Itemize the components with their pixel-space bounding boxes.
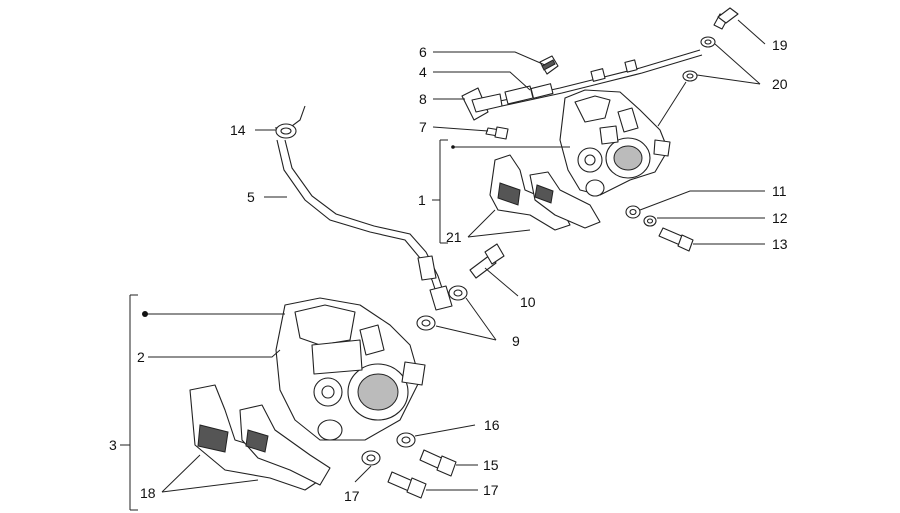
bolt-13 bbox=[658, 227, 694, 252]
callout-3: 3 bbox=[109, 437, 117, 453]
callout-16: 17 bbox=[483, 482, 499, 498]
callout-20: 18 bbox=[140, 485, 156, 501]
pipe-bracket-8 bbox=[461, 87, 503, 121]
callout-7: 7 bbox=[419, 119, 427, 135]
bolt-7 bbox=[485, 126, 509, 140]
callout-8: 8 bbox=[419, 91, 427, 107]
bolt-16 bbox=[387, 471, 427, 499]
callout-1: 1 bbox=[418, 192, 426, 208]
callout-11: 11 bbox=[772, 183, 787, 199]
callout-4: 4 bbox=[419, 64, 427, 80]
bolt-15 bbox=[419, 449, 457, 477]
callout-6: 6 bbox=[419, 44, 427, 60]
callout-18: 19 bbox=[772, 37, 788, 53]
callout-5: 5 bbox=[247, 189, 255, 205]
hose-clip-14 bbox=[274, 105, 306, 139]
washers-9 bbox=[416, 285, 468, 331]
callout-19: 20 bbox=[772, 76, 788, 92]
lower-brake-pads-20 bbox=[189, 384, 331, 491]
callout-17-lower: 17 bbox=[344, 488, 360, 504]
callout-10: 10 bbox=[520, 294, 536, 310]
washers-11-12 bbox=[625, 205, 657, 227]
upper-brake-pipe bbox=[499, 49, 703, 107]
upper-caliper-body bbox=[559, 89, 671, 197]
callout-13: 13 bbox=[772, 236, 788, 252]
leader-lines bbox=[120, 19, 766, 511]
lower-caliper-body bbox=[275, 297, 426, 441]
banjo-bolt-10 bbox=[469, 243, 505, 279]
washers-17 bbox=[361, 432, 416, 466]
callout-12: 12 bbox=[772, 210, 788, 226]
upper-brake-pads-21 bbox=[489, 154, 601, 231]
callout-14: 14 bbox=[230, 122, 246, 138]
callout-9: 9 bbox=[512, 333, 520, 349]
banjo-bolt-18 bbox=[713, 7, 739, 30]
callout-labels: 6 4 8 7 1 21 11 12 13 19 20 14 5 10 9 2 … bbox=[109, 37, 788, 504]
callout-2: 2 bbox=[137, 349, 145, 365]
washers-19 bbox=[682, 36, 716, 82]
pipe-clip-6 bbox=[539, 55, 559, 75]
callout-21: 21 bbox=[446, 229, 462, 245]
callout-17-upper: 16 bbox=[484, 417, 500, 433]
brake-hose-5 bbox=[276, 139, 453, 311]
callout-15: 15 bbox=[483, 457, 499, 473]
